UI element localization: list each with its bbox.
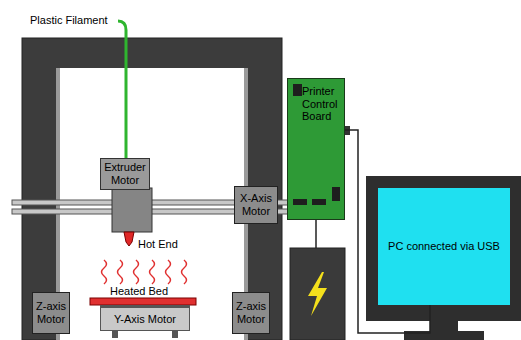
node-text: Extruder Motor — [103, 161, 147, 186]
bed-foot — [112, 330, 118, 338]
motor-box: Y-Axis Motor — [100, 307, 190, 331]
node-text: Z-axis Motor — [35, 300, 67, 325]
node-text: Printer Control Board — [302, 85, 342, 123]
monitor-neck — [430, 321, 458, 331]
control-board: Printer Control Board — [287, 78, 345, 220]
node-text: Z-axis Motor — [235, 300, 267, 325]
printer-frame — [22, 38, 282, 340]
bed-foot — [172, 330, 178, 338]
motor-box: Extruder Motor — [100, 158, 150, 190]
node-text: Y-Axis Motor — [114, 313, 176, 326]
power-supply — [290, 248, 345, 340]
board-component — [293, 199, 307, 205]
filament-line — [118, 21, 126, 160]
lightning-symbol — [308, 272, 327, 316]
board-component — [332, 187, 340, 201]
monitor-screen: PC connected via USB — [378, 188, 510, 305]
power-wire — [315, 220, 317, 248]
hot-end-nozzle — [124, 232, 134, 246]
part-label: Plastic Filament — [30, 14, 108, 27]
board-component — [293, 84, 302, 96]
heated-bed — [90, 298, 196, 305]
node-text: X-Axis Motor — [237, 192, 275, 217]
motor-box: Z-axis Motor — [232, 292, 270, 334]
heat-waves — [102, 260, 187, 284]
node-text: PC connected via USB — [388, 240, 500, 253]
motor-box: X-Axis Motor — [234, 186, 278, 224]
monitor-frame — [366, 176, 521, 321]
part-label: Hot End — [138, 238, 178, 251]
board-component — [312, 199, 326, 205]
extruder-carriage — [112, 188, 152, 232]
part-label: Heated Bed — [110, 285, 168, 298]
motor-box: Z-axis Motor — [32, 292, 70, 334]
